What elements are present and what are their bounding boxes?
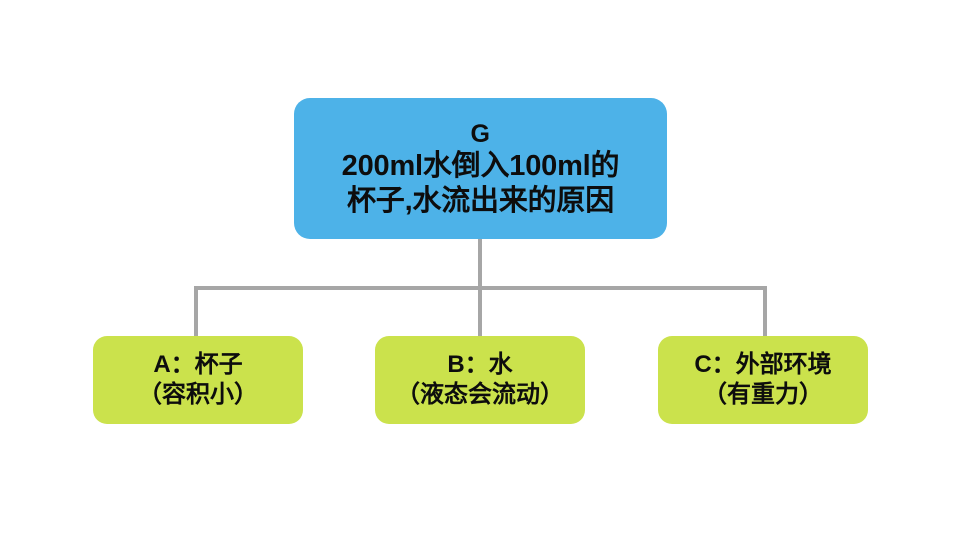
connector-horizontal-bus [194, 286, 767, 290]
node-child-c-sub-label: （有重力） [703, 381, 823, 408]
node-root-code-label: G [470, 119, 491, 148]
node-child-a-label: A：杯子 [153, 351, 243, 378]
connector-drop-to-node-b [478, 286, 482, 337]
node-root-g[interactable]: G 200ml水倒入100ml的 杯子,水流出来的原因 [294, 98, 667, 239]
node-root-title-line-2: 杯子,水流出来的原因 [346, 184, 615, 217]
node-child-b[interactable]: B：水 （液态会流动） [375, 336, 585, 424]
node-child-c[interactable]: C：外部环境 （有重力） [658, 336, 868, 424]
connector-drop-to-node-c [763, 286, 767, 337]
node-root-title-line-1: 200ml水倒入100ml的 [341, 149, 620, 182]
node-child-c-label: C：外部环境 [694, 351, 832, 378]
node-child-b-label: B：水 [447, 351, 513, 378]
connector-drop-to-node-a [194, 286, 198, 337]
connector-root-stem [478, 239, 482, 290]
node-child-b-sub-label: （液态会流动） [396, 381, 564, 408]
node-child-a[interactable]: A：杯子 （容积小） [93, 336, 303, 424]
node-child-a-sub-label: （容积小） [138, 381, 258, 408]
